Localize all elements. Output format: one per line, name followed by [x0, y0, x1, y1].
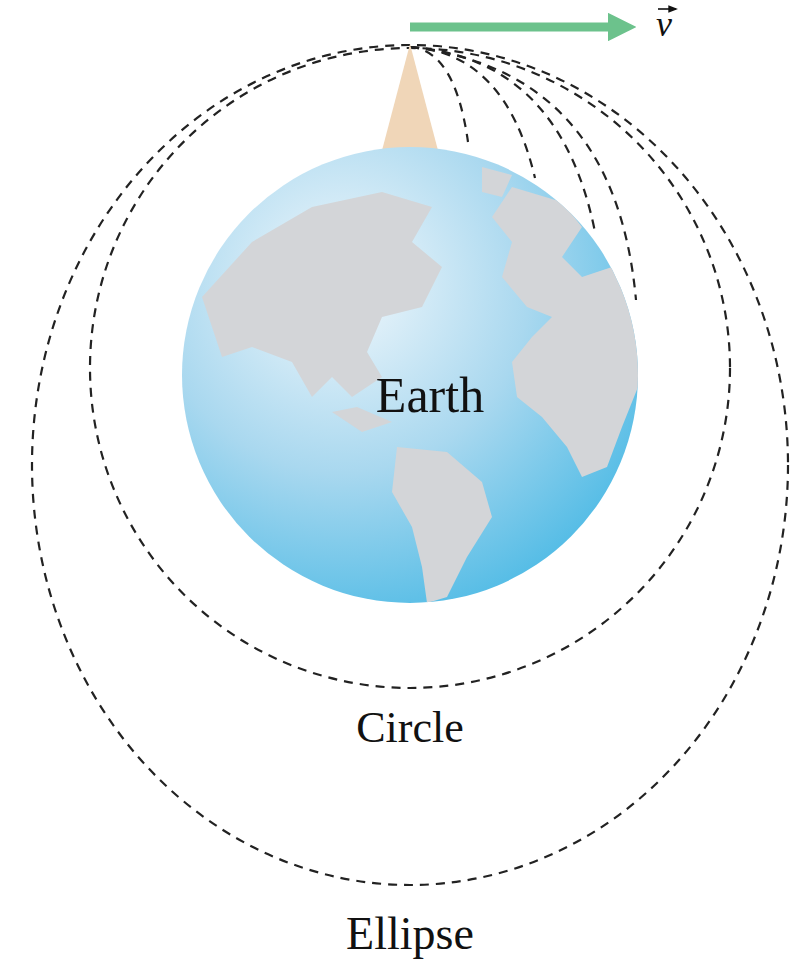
orbit-label: Ellipse — [346, 911, 474, 957]
velocity-arrow — [410, 23, 622, 32]
earth-node: Earth — [182, 147, 638, 603]
orbit-label: Circle — [356, 706, 464, 750]
mountain — [380, 44, 440, 158]
planet-name: Earth — [376, 366, 484, 424]
ellipse-orbit — [32, 45, 788, 885]
continents — [202, 167, 638, 603]
vector-label: v — [656, 6, 672, 42]
